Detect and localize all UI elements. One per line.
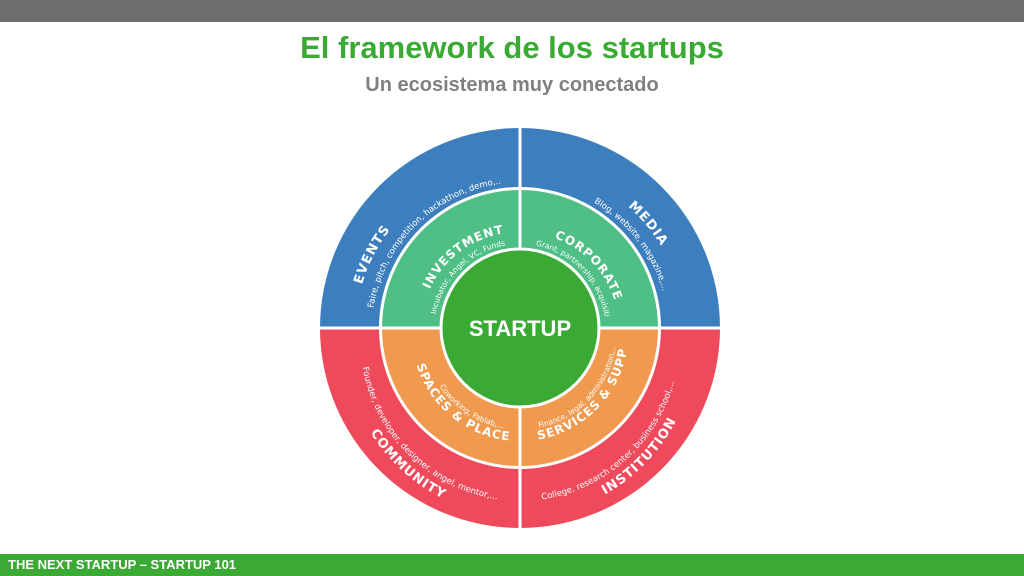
page-title: El framework de los startups <box>300 30 724 65</box>
page-subtitle: Un ecosistema muy conectado <box>365 74 659 96</box>
center-label: STARTUP <box>469 316 571 341</box>
footer-text: THE NEXT STARTUP – STARTUP 101 <box>8 557 237 572</box>
top-bar <box>0 0 1024 22</box>
footer-bar: THE NEXT STARTUP – STARTUP 101 <box>0 554 1024 576</box>
center-circle <box>439 247 601 409</box>
